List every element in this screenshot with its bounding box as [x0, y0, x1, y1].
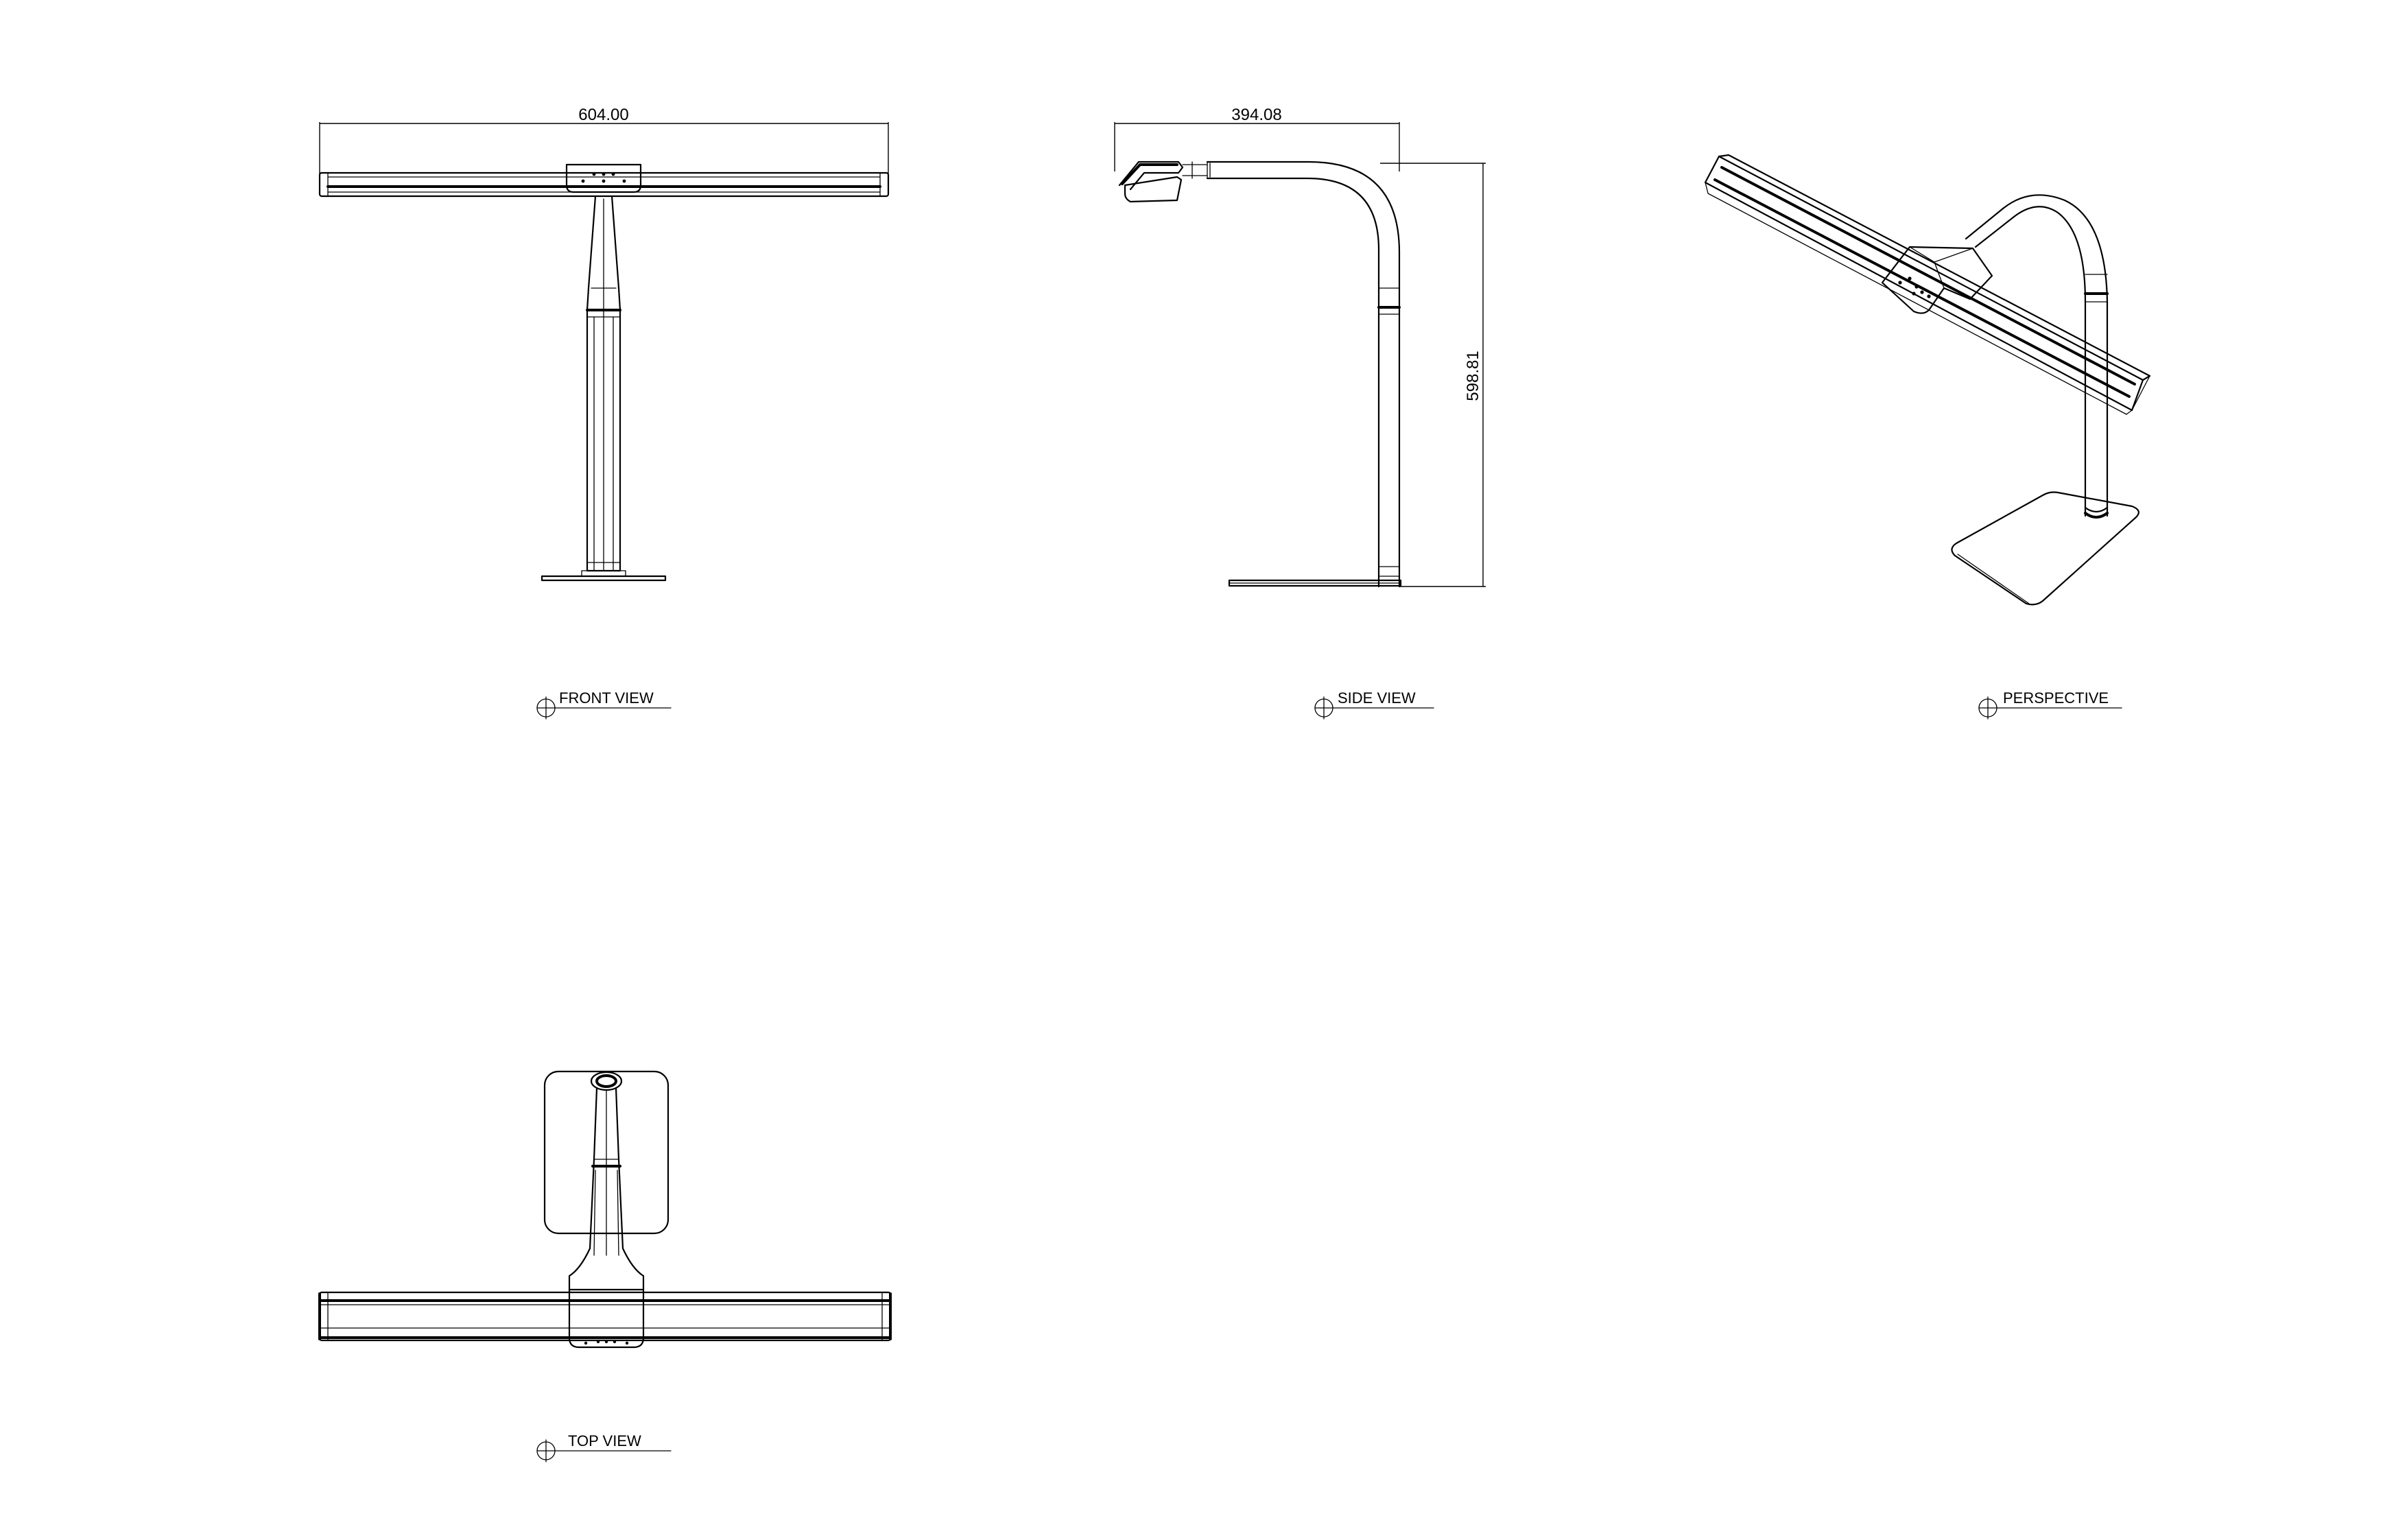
front-width-label: 604.00	[578, 106, 628, 124]
perspective-view: PERSPECTIVE	[1704, 154, 2151, 720]
side-view-title: SIDE VIEW	[1314, 689, 1434, 720]
front-width-dimension: 604.00	[319, 106, 889, 177]
side-view: 394.08 598.81	[1114, 106, 1486, 720]
perspective-control-hub	[1881, 246, 1993, 314]
perspective-stem	[1965, 194, 2109, 519]
front-control-hub	[565, 163, 642, 193]
side-height-label: 598.81	[1464, 351, 1482, 401]
top-stem	[568, 1071, 645, 1291]
front-stem	[586, 195, 621, 572]
top-view-label: TOP VIEW	[568, 1432, 641, 1449]
perspective-base	[1951, 491, 2139, 606]
side-arm	[1206, 161, 1401, 588]
side-view-label: SIDE VIEW	[1338, 689, 1416, 707]
front-view-title: FRONT VIEW	[536, 689, 672, 720]
perspective-view-title: PERSPECTIVE	[1978, 689, 2122, 720]
top-view: TOP VIEW	[318, 1070, 892, 1462]
side-width-label: 394.08	[1231, 106, 1281, 124]
top-view-title: TOP VIEW	[536, 1432, 672, 1462]
side-height-dimension: 598.81	[1380, 163, 1486, 587]
front-view-label: FRONT VIEW	[559, 689, 654, 707]
perspective-view-label: PERSPECTIVE	[2003, 689, 2109, 707]
top-lamp-head	[318, 1291, 892, 1342]
side-width-dimension: 394.08	[1114, 106, 1400, 171]
front-view: 604.00	[318, 106, 890, 720]
front-base	[541, 570, 667, 582]
side-base	[1228, 579, 1402, 587]
top-control-hub	[568, 1288, 645, 1349]
side-lamp-head	[1118, 161, 1208, 203]
perspective-lamp-head	[1704, 154, 2151, 415]
